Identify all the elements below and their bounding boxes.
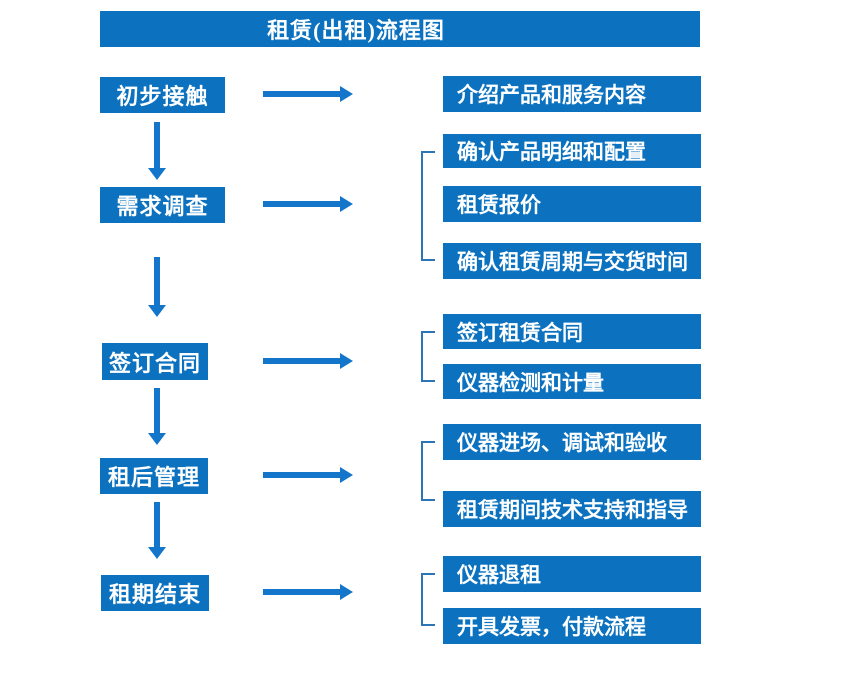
group-bracket-post-rental	[421, 441, 435, 501]
step-box-initial-contact: 初步接触	[100, 77, 225, 113]
detail-box-confirm-product-details-config: 确认产品明细和配置	[443, 134, 701, 168]
step-box-post-rental-management: 租后管理	[100, 458, 208, 494]
detail-box-instrument-inspection-calibration: 仪器检测和计量	[443, 364, 701, 399]
right-arrow	[263, 353, 353, 370]
detail-box-rental-tech-support-guidance: 租赁期间技术支持和指导	[443, 491, 701, 527]
step-box-sign-contract: 签订合同	[102, 343, 208, 380]
right-arrow	[263, 196, 353, 213]
down-arrow-head	[148, 168, 166, 180]
right-arrow-head	[340, 584, 353, 600]
right-arrow-head	[340, 467, 353, 483]
step-box-demand-survey: 需求调查	[100, 187, 225, 223]
down-arrow-head	[148, 547, 166, 559]
detail-box-confirm-rental-period-delivery: 确认租赁周期与交货时间	[443, 243, 701, 279]
detail-box-invoice-payment-process: 开具发票，付款流程	[443, 608, 701, 644]
page-title: 租赁(出租)流程图	[267, 18, 445, 43]
right-arrow-shaft	[263, 91, 341, 97]
down-arrow	[148, 502, 166, 559]
detail-box-sign-rental-contract: 签订租赁合同	[443, 314, 701, 349]
right-arrow-shaft	[263, 472, 341, 478]
down-arrow-shaft	[154, 257, 160, 305]
detail-box-instrument-return: 仪器退租	[443, 556, 701, 592]
right-arrow-head	[340, 196, 353, 212]
down-arrow	[148, 388, 166, 445]
down-arrow-shaft	[154, 122, 160, 168]
group-bracket-sign-contract	[421, 331, 435, 382]
down-arrow	[148, 122, 166, 180]
right-arrow-head	[340, 353, 353, 369]
step-box-lease-end: 租期结束	[101, 575, 209, 611]
group-bracket-lease-end	[421, 573, 435, 626]
right-arrow-head	[340, 86, 353, 102]
right-arrow-shaft	[263, 358, 341, 364]
down-arrow	[148, 257, 166, 317]
title-bar: 租赁(出租)流程图	[100, 11, 700, 47]
right-arrow	[263, 86, 353, 103]
right-arrow	[263, 467, 353, 484]
right-arrow-shaft	[263, 589, 341, 595]
right-arrow-shaft	[263, 201, 341, 207]
detail-box-introduce-products-services: 介绍产品和服务内容	[443, 76, 701, 112]
right-arrow	[263, 584, 353, 601]
down-arrow-shaft	[154, 388, 160, 433]
down-arrow-head	[148, 305, 166, 317]
detail-box-instrument-arrival-debug-acceptance: 仪器进场、调试和验收	[443, 424, 701, 460]
detail-box-rental-quote: 租赁报价	[443, 186, 701, 222]
down-arrow-head	[148, 433, 166, 445]
group-bracket-demand-survey	[421, 151, 435, 261]
down-arrow-shaft	[154, 502, 160, 547]
